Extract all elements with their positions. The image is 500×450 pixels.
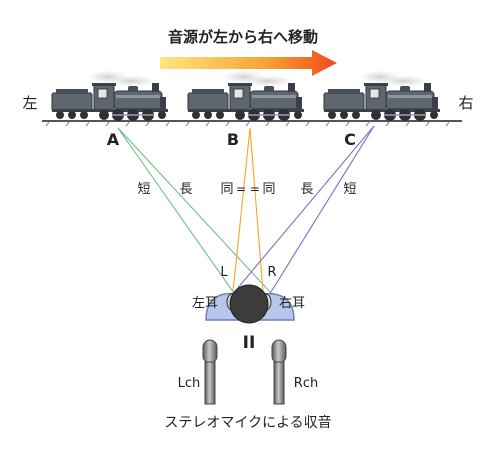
pause-mark: II xyxy=(243,333,256,353)
ray-b-to-left-ear xyxy=(232,127,251,293)
distance-b-right: 同 xyxy=(262,182,275,197)
position-label-a: A xyxy=(107,130,120,149)
left-microphone xyxy=(202,339,218,405)
distance-a-left: 短 xyxy=(137,182,150,197)
distance-b-left: 同 xyxy=(220,182,233,197)
ray-b-to-right-ear xyxy=(249,127,264,293)
left-mic-label: Lch xyxy=(178,376,201,391)
diagram-title: 音源が左から右へ移動 xyxy=(168,28,318,46)
position-label-c: C xyxy=(344,130,356,149)
equals-mark: = = xyxy=(236,182,260,196)
distance-c-right: 短 xyxy=(343,182,356,197)
left-ear-label: 左耳 xyxy=(192,296,218,311)
ray-a-to-left-ear xyxy=(117,127,237,297)
position-label-b: B xyxy=(227,130,239,149)
listener-head xyxy=(205,284,295,324)
ray-c-to-right-ear xyxy=(265,125,375,301)
right-microphone xyxy=(271,339,287,405)
head-icon xyxy=(229,284,269,324)
ray-c-to-left-ear xyxy=(230,125,375,297)
left-side-label: 左 xyxy=(22,94,37,112)
right-mic-label: Rch xyxy=(294,376,318,391)
right-ear-label: 右耳 xyxy=(279,296,305,311)
train-position-b xyxy=(187,69,305,122)
train-position-c xyxy=(323,69,441,122)
ear-channel-left: L xyxy=(220,265,228,280)
distance-a-right: 長 xyxy=(179,182,192,197)
diagram-caption: ステレオマイクによる収音 xyxy=(164,414,331,431)
direction-arrow xyxy=(160,50,337,76)
ray-a-to-right-ear xyxy=(117,127,271,293)
right-side-label: 右 xyxy=(458,94,473,112)
distance-c-left: 長 xyxy=(300,182,313,197)
train-position-a xyxy=(51,69,169,122)
ear-channel-right: R xyxy=(267,265,276,280)
